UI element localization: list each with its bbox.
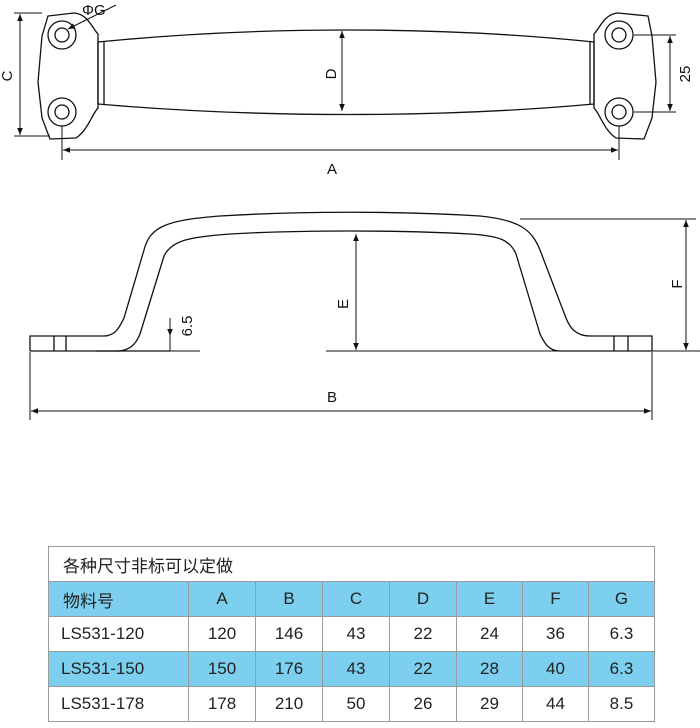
- label-c: C: [0, 70, 16, 81]
- mounting-holes: [47, 20, 634, 127]
- cell-a: 150: [188, 651, 256, 687]
- label-a: A: [327, 161, 337, 178]
- header-e: E: [456, 581, 523, 617]
- cell-a: 178: [188, 686, 256, 722]
- cell-part-number: LS531-120: [48, 616, 189, 652]
- top-view-dimensions: [14, 4, 676, 160]
- label-phi-g: ΦG: [82, 2, 106, 19]
- label-25: 25: [677, 66, 694, 83]
- label-f: F: [669, 279, 686, 288]
- table-row: LS531-120 120 146 43 22 24 36 6.3: [48, 616, 655, 652]
- handle-technical-drawing: ΦG C D A 25 6.5 E F B: [0, 2, 700, 420]
- cell-c: 50: [322, 686, 390, 722]
- table-row: LS531-150 150 176 43 22 28 40 6.3: [48, 651, 655, 687]
- size-spec-table: 各种尺寸非标可以定做 物料号 A B C D E F G LS531-120 1…: [48, 546, 655, 722]
- cell-part-number: LS531-178: [48, 686, 189, 722]
- cell-c: 43: [322, 616, 390, 652]
- cell-a: 120: [188, 616, 256, 652]
- cell-f: 40: [522, 651, 589, 687]
- label-b: B: [327, 389, 337, 406]
- cell-f: 36: [522, 616, 589, 652]
- header-b: B: [255, 581, 323, 617]
- right-mounting-plate: [593, 12, 657, 140]
- grip-body: [97, 29, 595, 116]
- table-header-row: 物料号 A B C D E F G: [48, 581, 655, 617]
- cell-f: 44: [522, 686, 589, 722]
- cell-d: 22: [389, 651, 457, 687]
- header-f: F: [522, 581, 589, 617]
- header-d: D: [389, 581, 457, 617]
- cell-part-number: LS531-150: [48, 651, 189, 687]
- side-view: [29, 211, 653, 352]
- header-a: A: [188, 581, 256, 617]
- table-caption-row: 各种尺寸非标可以定做: [48, 546, 655, 582]
- cell-g: 8.5: [588, 686, 655, 722]
- cell-b: 176: [255, 651, 323, 687]
- label-d: D: [323, 68, 340, 79]
- table-row: LS531-178 178 210 50 26 29 44 8.5: [48, 686, 655, 722]
- cell-b: 210: [255, 686, 323, 722]
- cell-b: 146: [255, 616, 323, 652]
- label-6-5: 6.5: [179, 316, 196, 337]
- cell-g: 6.3: [588, 616, 655, 652]
- side-view-dimensions: [29, 218, 700, 420]
- left-mounting-plate: [37, 12, 99, 140]
- cell-d: 26: [389, 686, 457, 722]
- label-e: E: [335, 299, 352, 309]
- cell-e: 29: [456, 686, 523, 722]
- cell-e: 24: [456, 616, 523, 652]
- cell-d: 22: [389, 616, 457, 652]
- header-g: G: [588, 581, 655, 617]
- cell-g: 6.3: [588, 651, 655, 687]
- top-view: [37, 12, 657, 140]
- cell-e: 28: [456, 651, 523, 687]
- table-caption: 各种尺寸非标可以定做: [48, 546, 655, 582]
- cell-c: 43: [322, 651, 390, 687]
- header-c: C: [322, 581, 390, 617]
- header-part-number: 物料号: [48, 581, 189, 617]
- handle-outer-profile: [29, 211, 653, 352]
